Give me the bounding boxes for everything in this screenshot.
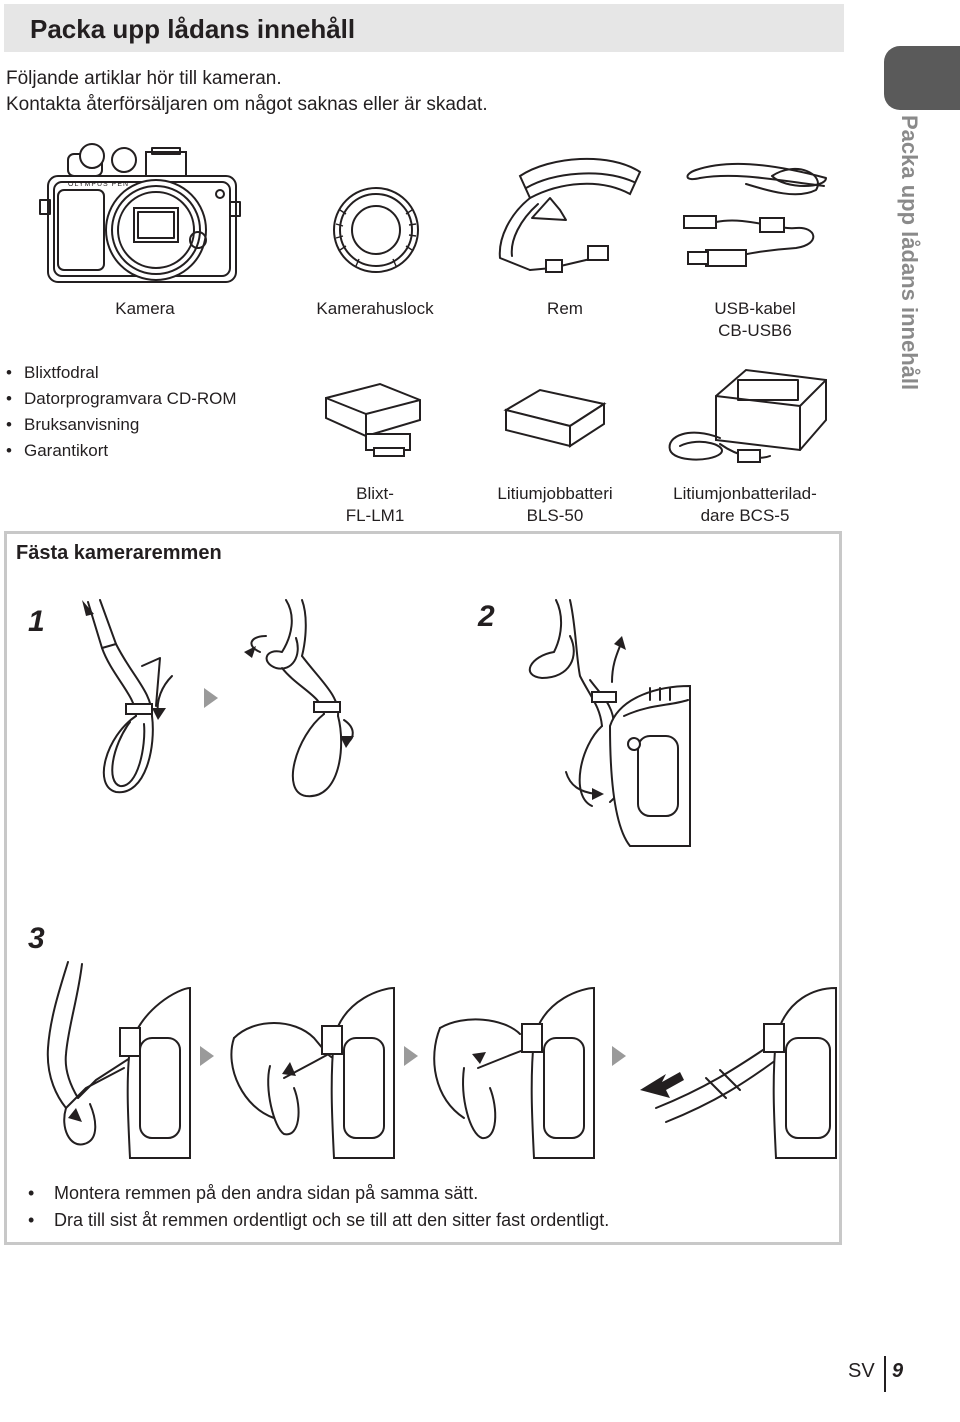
step-3-figure-a <box>46 961 191 1159</box>
strap-section-box <box>4 531 842 1245</box>
flash-caption: Blixt- FL-LM1 <box>330 483 420 527</box>
charger-caption-line-1: Litiumjonbatterilad- <box>673 484 817 503</box>
step-3-figure-c <box>433 986 595 1159</box>
step-3-arrow-3 <box>612 1046 626 1066</box>
footer-divider <box>884 1356 886 1392</box>
charger-caption-line-2: dare BCS-5 <box>700 506 790 525</box>
side-tab-marker <box>884 46 960 110</box>
step-3-figure-d <box>640 986 837 1159</box>
extras-list: Blixtfodral Datorprogramvara CD-ROM Bruk… <box>6 360 237 464</box>
strap-section-title: Fästa kameraremmen <box>16 542 222 564</box>
camera-illustration: OLYMPUS PEN <box>39 143 241 283</box>
list-item: Dra till sist åt remmen ordentligt och s… <box>28 1207 609 1234</box>
usb-cable-caption-line-1: USB-kabel <box>714 299 796 318</box>
list-item: Bruksanvisning <box>6 412 237 438</box>
page-title: Packa upp lådans innehåll <box>30 14 356 44</box>
intro-line-2: Kontakta återförsäljaren om något saknas… <box>6 94 488 115</box>
step-3-figure-b <box>230 986 395 1159</box>
step-3-number: 3 <box>28 922 45 955</box>
page-number: 9 <box>892 1360 904 1382</box>
flash-caption-line-1: Blixt- <box>356 484 394 503</box>
list-item: Montera remmen på den andra sidan på sam… <box>28 1180 609 1207</box>
step-3-arrow-2 <box>404 1046 418 1066</box>
title-bar: Packa upp lådans innehåll <box>4 4 844 52</box>
body-cap-illustration <box>333 187 419 273</box>
intro-text: Följande artiklar hör till kameran. Kont… <box>6 66 488 118</box>
strap-illustration <box>498 157 642 273</box>
list-item: Datorprogramvara CD-ROM <box>6 386 237 412</box>
step-1-figure-a <box>82 599 173 794</box>
step-2-number: 2 <box>478 600 495 633</box>
battery-caption: Litiumjobbatteri BLS-50 <box>480 483 630 527</box>
step-1-arrow <box>204 688 218 708</box>
flash-caption-line-2: FL-LM1 <box>345 506 405 525</box>
usb-cable-illustration <box>683 162 827 267</box>
flash-illustration <box>325 382 421 457</box>
usb-cable-caption: USB-kabel CB-USB6 <box>690 298 820 342</box>
side-tab: Packa upp lådans innehåll <box>878 115 948 455</box>
step-1-figure-b <box>244 599 354 798</box>
camera-brand: OLYMPUS PEN <box>68 181 129 188</box>
step-3-arrow-1 <box>200 1046 214 1066</box>
step-2-figure <box>529 599 691 847</box>
list-item: Garantikort <box>6 438 237 464</box>
battery-caption-line-2: BLS-50 <box>526 506 584 525</box>
usb-cable-caption-line-2: CB-USB6 <box>718 321 792 340</box>
intro-line-1: Följande artiklar hör till kameran. <box>6 68 282 89</box>
step-1-number: 1 <box>28 605 45 638</box>
charger-caption: Litiumjonbatterilad- dare BCS-5 <box>660 483 830 527</box>
strap-notes: Montera remmen på den andra sidan på sam… <box>28 1180 609 1234</box>
strap-caption: Rem <box>547 299 583 318</box>
charger-illustration <box>668 368 827 463</box>
body-cap-caption: Kamerahuslock <box>316 299 434 318</box>
language-code: SV <box>848 1360 875 1382</box>
list-item: Blixtfodral <box>6 360 237 386</box>
side-tab-label: Packa upp lådans innehåll <box>897 115 922 391</box>
battery-illustration <box>503 388 607 448</box>
camera-caption: Kamera <box>115 299 175 318</box>
battery-caption-line-1: Litiumjobbatteri <box>497 484 613 503</box>
